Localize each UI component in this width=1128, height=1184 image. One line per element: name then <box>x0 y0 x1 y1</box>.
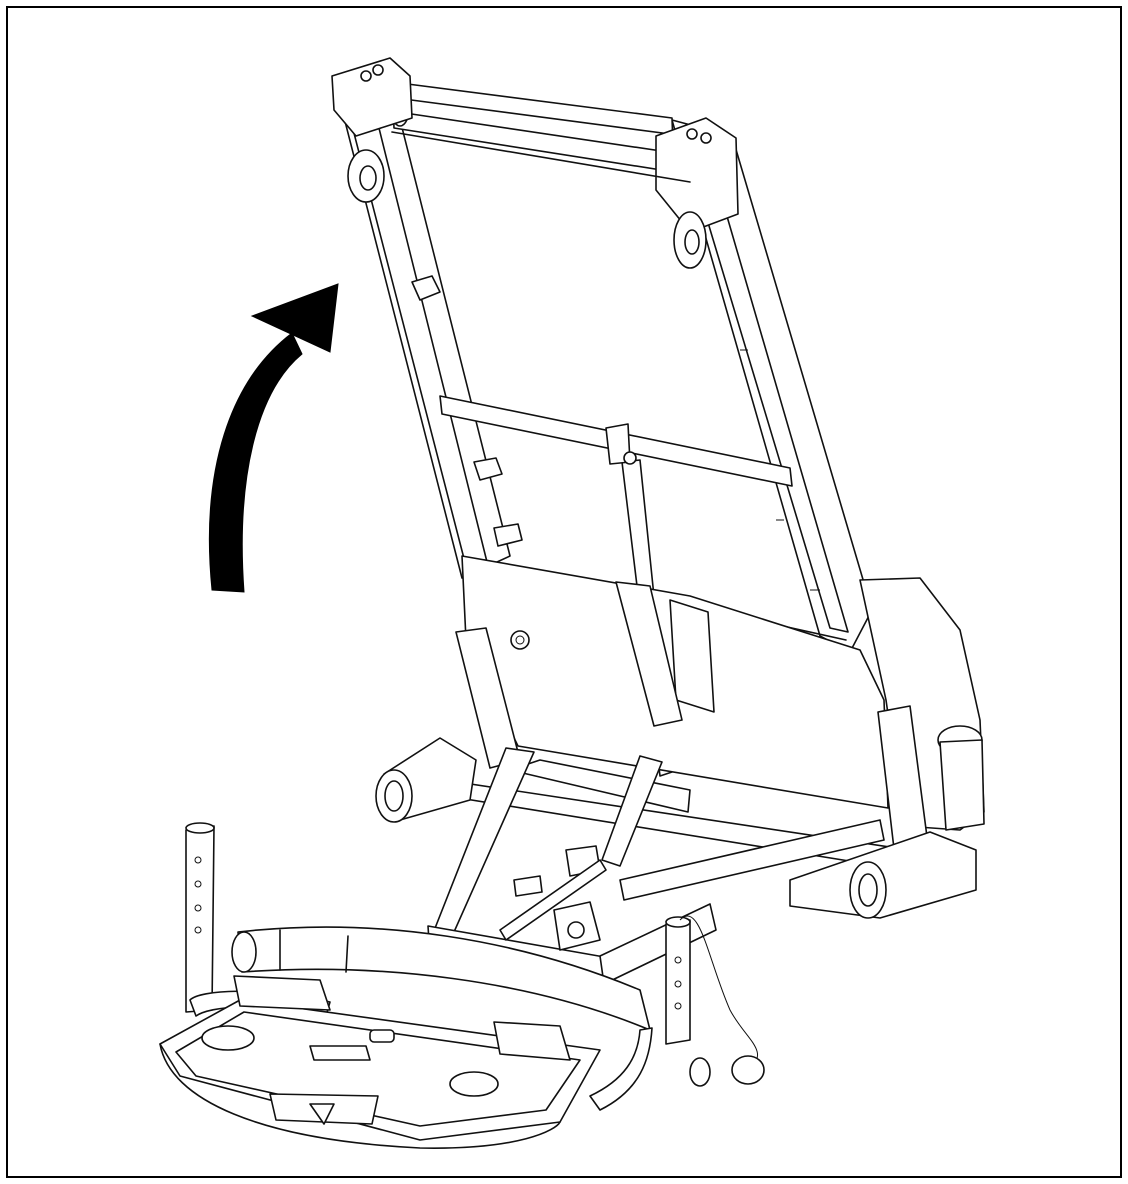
base-frame <box>375 555 985 987</box>
console-handlebar-assembly <box>159 822 765 1149</box>
curved-rotate-arrow-icon <box>208 283 339 593</box>
figure-border <box>6 6 1122 1178</box>
